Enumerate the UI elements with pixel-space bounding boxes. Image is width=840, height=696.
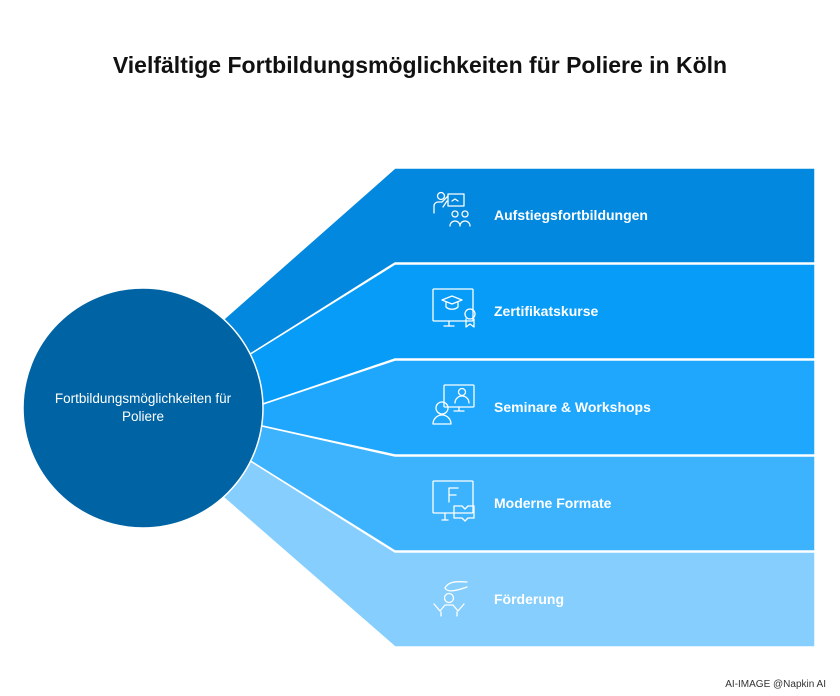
branch-label: Seminare & Workshops <box>494 399 651 415</box>
center-label: Fortbildungsmöglichkeiten für Poliere <box>54 391 232 424</box>
digital-book-icon <box>432 480 475 522</box>
branch-label: Förderung <box>494 591 564 607</box>
footer-credit: AI-IMAGE @Napkin AI <box>725 679 826 690</box>
certificate-monitor-icon <box>432 288 476 328</box>
diagram-title: Vielfältige Fortbildungsmöglichkeiten fü… <box>112 52 728 78</box>
teacher-presentation-icon <box>433 191 471 227</box>
online-seminar-icon <box>432 384 475 425</box>
branch-label: Aufstiegsfortbildungen <box>494 207 648 223</box>
support-hand-icon <box>433 581 468 617</box>
branch-label: Moderne Formate <box>494 495 612 511</box>
branch-label: Zertifikatskurse <box>494 303 599 319</box>
center-circle <box>22 287 264 529</box>
